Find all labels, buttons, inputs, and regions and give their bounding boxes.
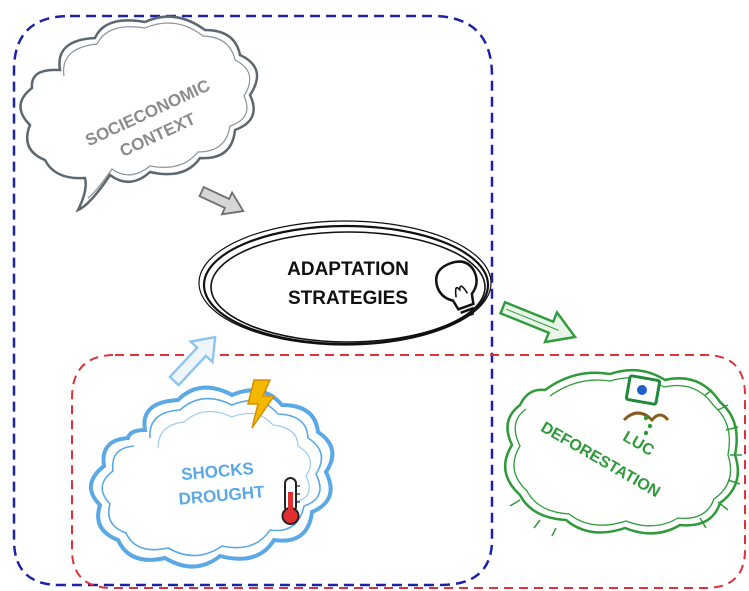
red-dashed-region bbox=[71, 354, 746, 589]
luc-deforestation-shape bbox=[503, 368, 742, 537]
adaptation-label-line2: STRATEGIES bbox=[288, 288, 408, 309]
green-arrow bbox=[498, 300, 578, 344]
blue-dashed-region bbox=[12, 14, 494, 587]
socioeconomic-cloud bbox=[19, 15, 259, 213]
lightbulb-icon bbox=[434, 260, 478, 318]
adaptation-ellipse bbox=[198, 220, 492, 346]
seed-planting-icon bbox=[622, 374, 670, 436]
gray-arrow bbox=[198, 185, 245, 216]
lightning-icon bbox=[247, 379, 276, 429]
blue-arrow bbox=[168, 335, 217, 387]
adaptation-label-line1: ADAPTATION bbox=[287, 259, 409, 280]
thermometer-icon bbox=[281, 477, 300, 525]
shocks-cloud bbox=[89, 385, 335, 569]
